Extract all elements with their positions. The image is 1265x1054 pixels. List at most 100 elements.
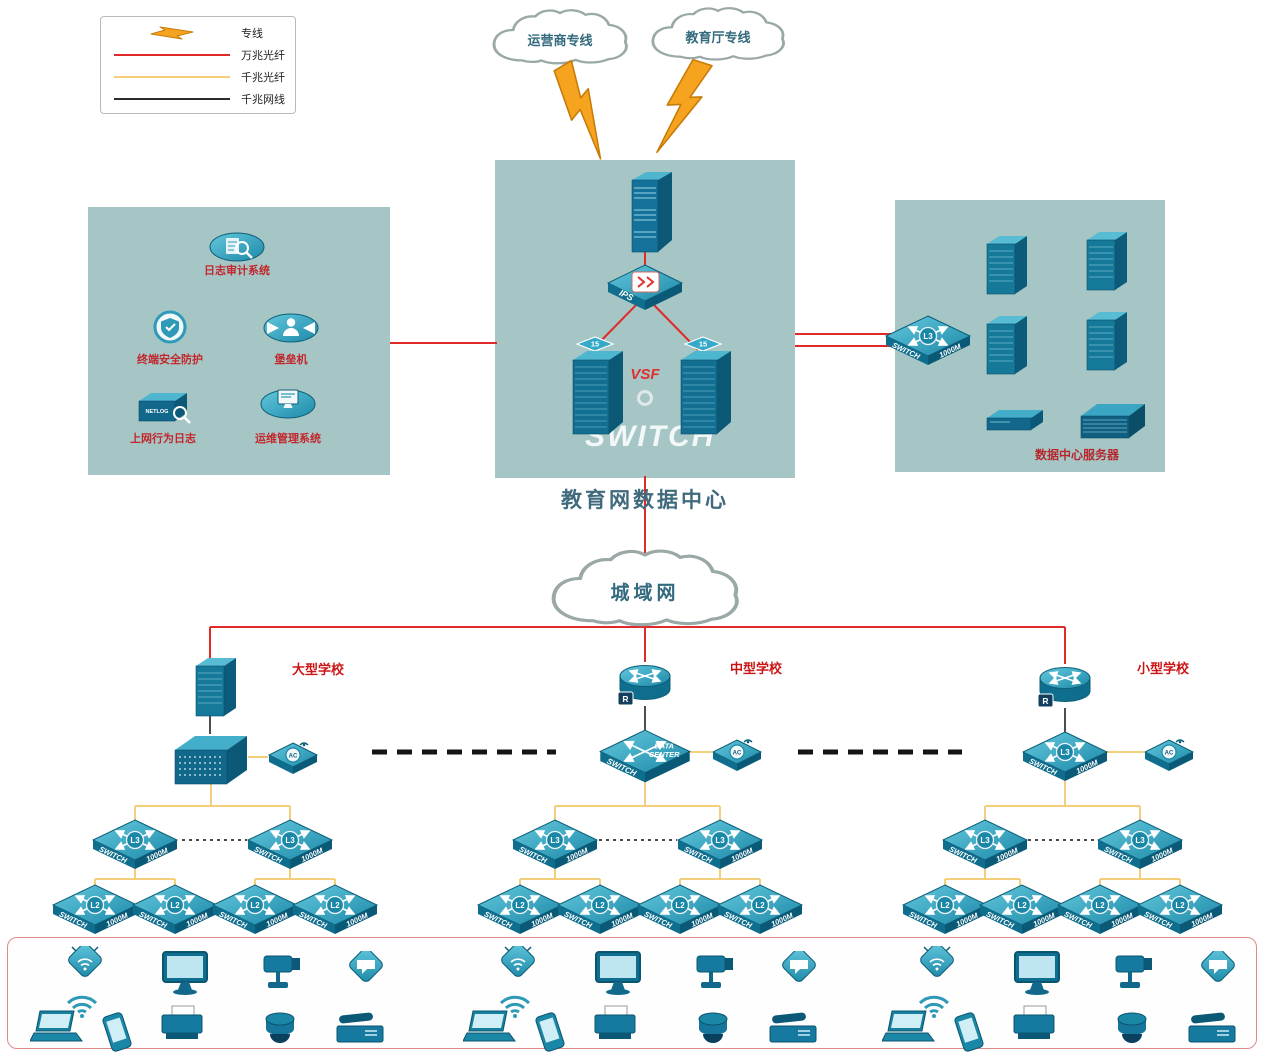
isp-cloud-label: 运营商专线 [527, 32, 593, 48]
device-cluster-medium [463, 942, 817, 1053]
log-audit-label: 日志审计系统 [204, 265, 270, 277]
black-line-sample [114, 98, 230, 100]
datacenter-server [1083, 304, 1131, 372]
server-zone-label: 数据中心服务器 [1034, 448, 1120, 462]
yellow-line-sample [114, 76, 230, 78]
server-rack [1077, 398, 1149, 442]
svg-text:L3: L3 [1135, 836, 1145, 845]
bastion-host-icon [261, 310, 321, 346]
legend-label: 万兆光纤 [241, 50, 285, 62]
svg-text:15: 15 [699, 340, 707, 349]
svg-text:R: R [622, 694, 628, 704]
datacenter-server [1083, 224, 1131, 292]
legend-row-1g-cable: 千兆网线 [101, 88, 295, 110]
router: R [617, 663, 673, 706]
svg-text:DATA: DATA [654, 741, 674, 750]
legend-row-1g-fiber: 千兆光纤 [101, 66, 295, 88]
datacenter-server [983, 308, 1031, 376]
datacenter-title: 教育网数据中心 [561, 488, 729, 512]
legend-row-10g-fiber: 万兆光纤 [101, 44, 295, 66]
svg-text:L3: L3 [550, 836, 560, 845]
svg-text:L2: L2 [1017, 901, 1027, 910]
legend-label: 专线 [241, 28, 263, 40]
ops-management-icon [258, 383, 318, 423]
man-cloud: 城域网 [537, 548, 753, 634]
storage-unit [983, 402, 1047, 436]
datacenter-switch: SWITCH DATA CENTER [597, 727, 693, 793]
netlog-icon: NETLOG [131, 387, 195, 429]
svg-text:L2: L2 [675, 901, 685, 910]
svg-text:L2: L2 [940, 901, 950, 910]
edu-cloud-label: 教育厅专线 [685, 29, 751, 45]
svg-text:L2: L2 [1175, 901, 1185, 910]
core-switch-left: 15 [565, 334, 631, 444]
device-cluster-small [882, 942, 1236, 1053]
datacenter-server [983, 228, 1031, 296]
red-line-sample [114, 54, 230, 56]
wireless-controller: AC [1142, 737, 1196, 779]
legend-row-dedicated-line: 专线 [101, 22, 295, 44]
svg-text:CENTER: CENTER [649, 750, 680, 759]
svg-text:AC: AC [1165, 751, 1174, 757]
svg-text:L3: L3 [980, 836, 990, 845]
svg-text:L3: L3 [715, 836, 725, 845]
svg-text:L2: L2 [1095, 901, 1105, 910]
lightning-line-icon [111, 26, 233, 40]
school-core-server [192, 650, 240, 718]
vsf-label: VSF [630, 366, 660, 383]
svg-text:AC: AC [289, 754, 298, 760]
vsf-ring-icon [637, 390, 653, 406]
edu-cloud: 教育厅专线 [641, 6, 795, 66]
isp-cloud: 运营商专线 [482, 8, 638, 70]
firewall [622, 166, 676, 258]
svg-text:L3: L3 [285, 836, 295, 845]
ops-management-label: 运维管理系统 [255, 433, 321, 445]
svg-text:L3: L3 [130, 836, 140, 845]
core-switch-right: 15 [673, 334, 739, 444]
terminal-security-icon [140, 308, 200, 348]
svg-text:L3: L3 [1060, 748, 1070, 757]
wireless-controller: AC [266, 740, 320, 782]
legend-label: 千兆网线 [241, 94, 285, 106]
svg-text:L2: L2 [515, 901, 525, 910]
svg-text:NETLOG: NETLOG [146, 409, 169, 415]
svg-text:AC: AC [733, 751, 742, 757]
svg-text:15: 15 [591, 340, 599, 349]
legend: 专线 万兆光纤 千兆光纤 千兆网线 [100, 16, 296, 114]
bastion-host-label: 堡垒机 [274, 354, 308, 366]
small-school-label: 小型学校 [1136, 661, 1190, 676]
wireless-controller: AC [710, 737, 764, 779]
svg-text:L3: L3 [923, 332, 933, 341]
school-chassis-switch [169, 730, 253, 788]
ips-device: IPS [605, 262, 685, 314]
svg-text:L2: L2 [595, 901, 605, 910]
endpoint-devices-strip [0, 930, 1265, 1054]
log-audit-icon [207, 229, 267, 265]
terminal-security-label: 终端安全防护 [137, 354, 203, 366]
medium-school-label: 中型学校 [729, 661, 783, 676]
router: R [1037, 665, 1093, 708]
svg-text:R: R [1042, 696, 1048, 706]
device-cluster-large [30, 942, 384, 1053]
svg-text:L2: L2 [755, 901, 765, 910]
